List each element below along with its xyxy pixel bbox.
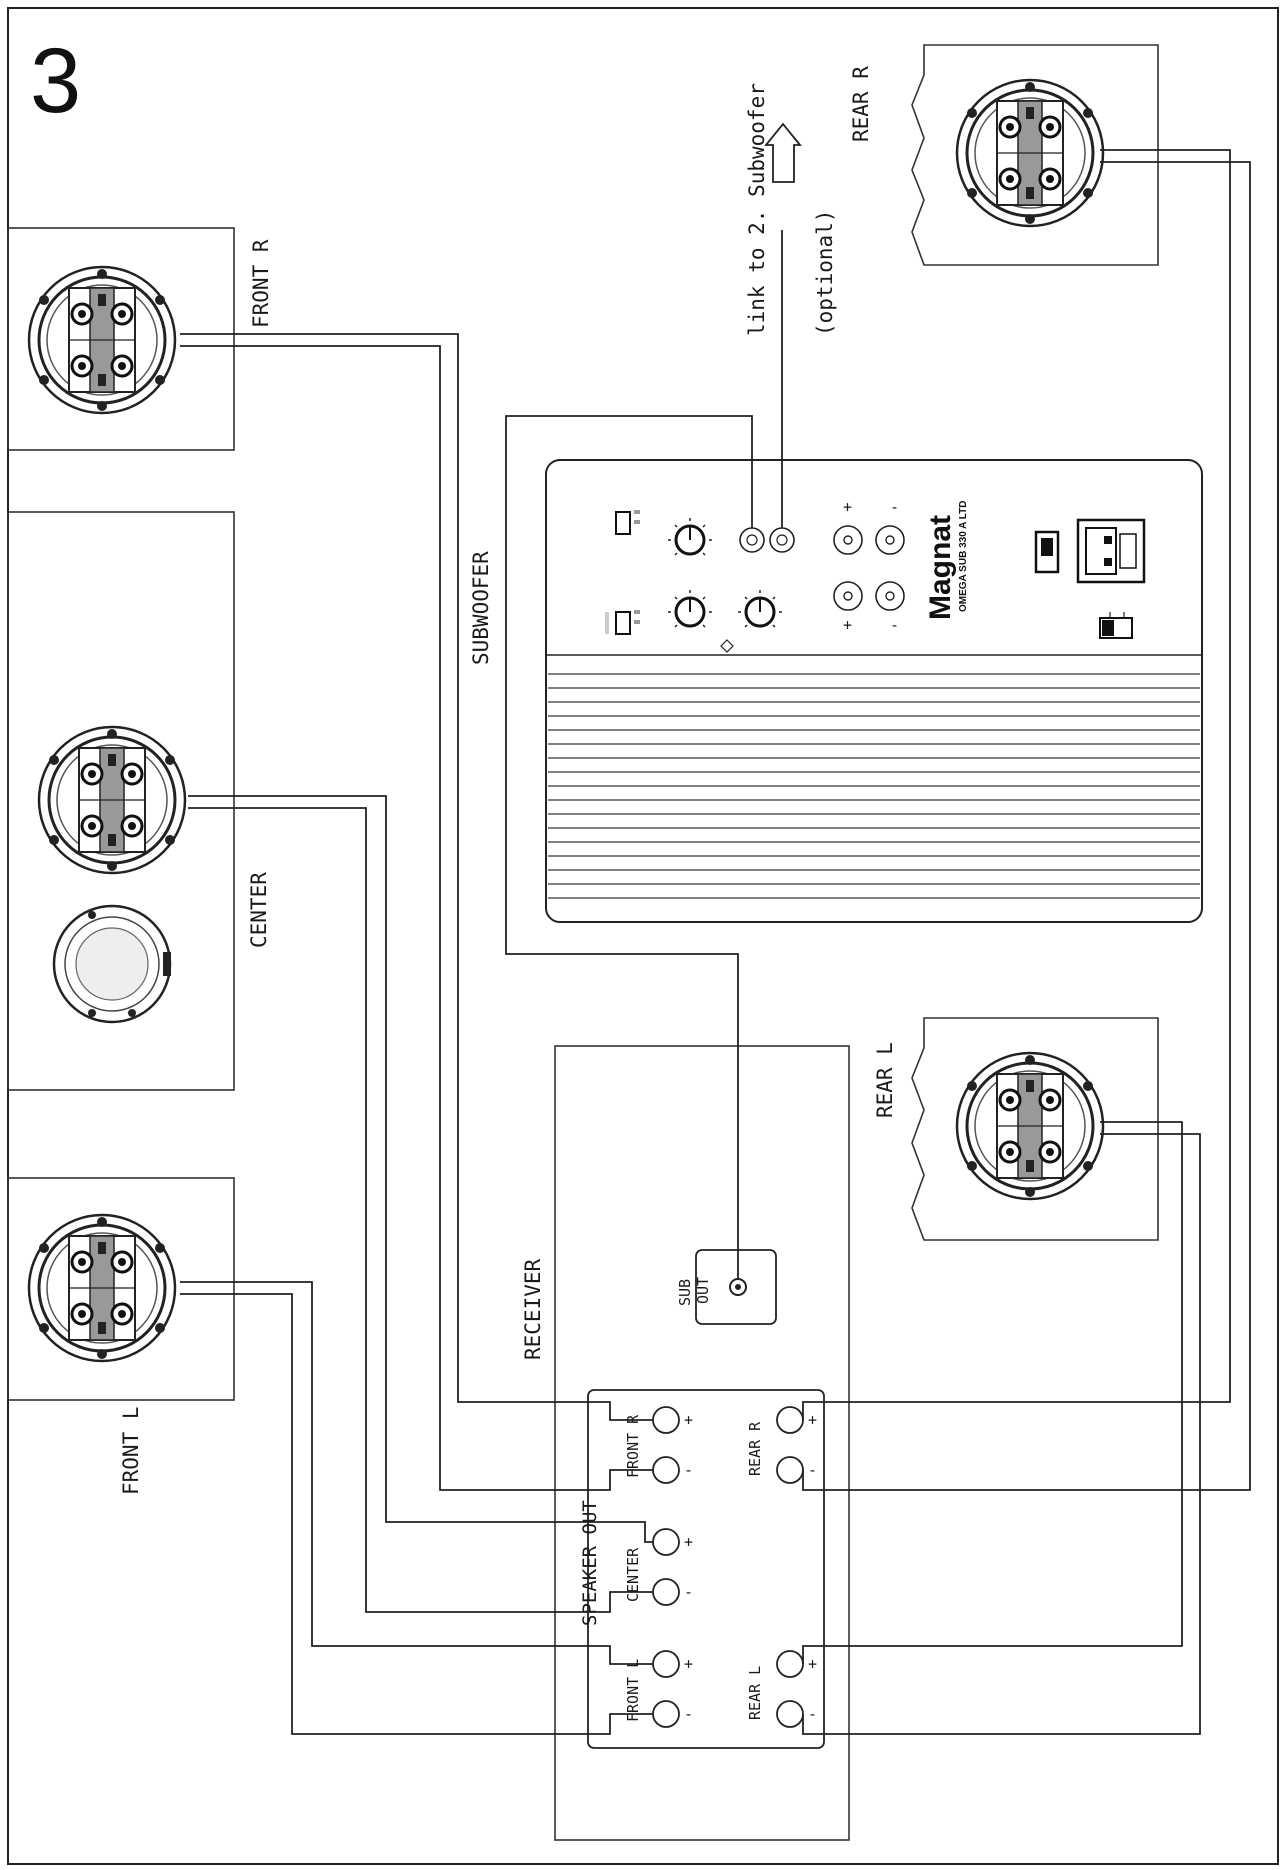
hi-level-input-2[interactable] xyxy=(875,525,905,555)
model-name: OMEGA SUB 330 A LTD xyxy=(958,501,969,613)
subwoofer-unit: + - + - Magnat OMEGA SUB 330 A LTD xyxy=(545,459,1203,923)
wire-rear-l-minus xyxy=(802,1133,1201,1735)
rear-l-plus-terminal[interactable] xyxy=(776,1650,804,1678)
sub-out-panel: SUB OUT xyxy=(676,1249,777,1325)
front-r-minus-sign: - xyxy=(684,1461,693,1479)
center-speaker xyxy=(7,511,235,1091)
center-terminal-plate xyxy=(37,725,187,875)
rear-l-speaker xyxy=(911,1017,1159,1241)
panel-minus-top: - xyxy=(890,498,899,516)
power-socket-icon xyxy=(1076,518,1146,584)
link-arrow-icon xyxy=(764,122,802,183)
line-in-jack[interactable] xyxy=(739,527,765,553)
panel-plus-top: + xyxy=(843,498,852,516)
figure-number: 3 xyxy=(30,30,81,132)
link-note-line1: link to 2. Subwoofer xyxy=(745,83,769,336)
wire-front-l-minus xyxy=(180,1293,653,1735)
line-out-jack[interactable] xyxy=(769,527,795,553)
brand-logo: Magnat xyxy=(924,515,957,620)
rear-r-minus-terminal[interactable] xyxy=(776,1456,804,1484)
rear-r-plus-terminal[interactable] xyxy=(776,1406,804,1434)
front-l-speaker xyxy=(7,1177,235,1401)
receiver-label: RECEIVER xyxy=(521,1258,545,1360)
link-note-line2: (optional) xyxy=(813,210,837,336)
hi-level-input-4[interactable] xyxy=(875,581,905,611)
rear-l-terminal-plate xyxy=(955,1051,1105,1201)
front-l-plus-sign: + xyxy=(684,1655,693,1673)
center-port xyxy=(52,904,172,1024)
rear-l-plus-sign: + xyxy=(808,1655,817,1673)
front-r-plus-terminal[interactable] xyxy=(652,1406,680,1434)
terminal-label-rear-r: REAR R xyxy=(746,1421,764,1476)
terminal-label-center: CENTER xyxy=(624,1547,642,1602)
power-mode-switch[interactable] xyxy=(615,611,631,635)
center-plus-terminal[interactable] xyxy=(652,1528,680,1556)
sub-out-label-2: OUT xyxy=(694,1277,712,1304)
panel-plus-bottom: + xyxy=(843,616,852,634)
subwoofer-label: SUBWOOFER xyxy=(469,551,493,665)
speaker-out-label: SPEAKER OUT xyxy=(579,1500,601,1626)
front-r-plus-sign: + xyxy=(684,1411,693,1429)
center-label: CENTER xyxy=(247,872,271,948)
panel-minus-bottom: - xyxy=(890,616,899,634)
rear-l-minus-terminal[interactable] xyxy=(776,1700,804,1728)
outer-frame xyxy=(7,7,1279,1865)
subwoofer-grille xyxy=(548,673,1200,899)
wire-front-r-minus xyxy=(180,345,653,1491)
front-l-minus-sign: - xyxy=(684,1705,693,1723)
voltage-switch[interactable] xyxy=(1099,612,1133,639)
front-l-terminal-plate xyxy=(27,1213,177,1363)
front-r-speaker xyxy=(7,227,235,451)
front-r-label: FRONT R xyxy=(249,239,273,328)
rear-l-minus-sign: - xyxy=(808,1705,817,1723)
rear-r-speaker xyxy=(911,44,1159,266)
wire-front-r-plus xyxy=(180,333,653,1421)
center-minus-terminal[interactable] xyxy=(652,1578,680,1606)
wire-rear-l-plus xyxy=(802,1121,1183,1664)
wiring xyxy=(180,149,1251,1735)
wire-center-plus xyxy=(188,795,653,1543)
front-l-label: FRONT L xyxy=(119,1406,143,1495)
rear-r-minus-sign: - xyxy=(808,1461,817,1479)
front-l-minus-terminal[interactable] xyxy=(652,1700,680,1728)
speaker-out-panel xyxy=(587,1389,825,1749)
wire-rear-r-minus xyxy=(802,161,1251,1491)
terminal-label-rear-l: REAR L xyxy=(746,1666,764,1720)
receiver: RECEIVER SUB OUT SPEAKER OUT FRONT R CEN… xyxy=(521,1045,850,1841)
phase-switch[interactable] xyxy=(615,511,631,535)
rear-r-label: REAR R xyxy=(849,66,873,142)
front-r-terminal-plate xyxy=(27,265,177,415)
wire-sub-out xyxy=(505,415,753,1280)
rear-r-terminal-plate xyxy=(955,78,1105,228)
subwoofer-control-panel: + - + - Magnat OMEGA SUB 330 A LTD xyxy=(605,498,1146,653)
rear-l-label: REAR L xyxy=(873,1042,897,1118)
rear-r-plus-sign: + xyxy=(808,1411,817,1429)
front-r-minus-terminal[interactable] xyxy=(652,1456,680,1484)
center-plus-sign: + xyxy=(684,1533,693,1551)
terminal-label-front-r: FRONT R xyxy=(624,1414,642,1478)
center-minus-sign: - xyxy=(684,1583,693,1601)
terminal-label-front-l: FRONT L xyxy=(624,1659,642,1722)
front-l-plus-terminal[interactable] xyxy=(652,1650,680,1678)
hi-level-input-1[interactable] xyxy=(833,525,863,555)
sub-out-label-1: SUB xyxy=(676,1279,694,1306)
wire-front-l-plus xyxy=(180,1281,653,1665)
hi-level-input-3[interactable] xyxy=(833,581,863,611)
wire-rear-r-plus xyxy=(802,149,1231,1420)
wire-center-minus xyxy=(188,807,653,1613)
